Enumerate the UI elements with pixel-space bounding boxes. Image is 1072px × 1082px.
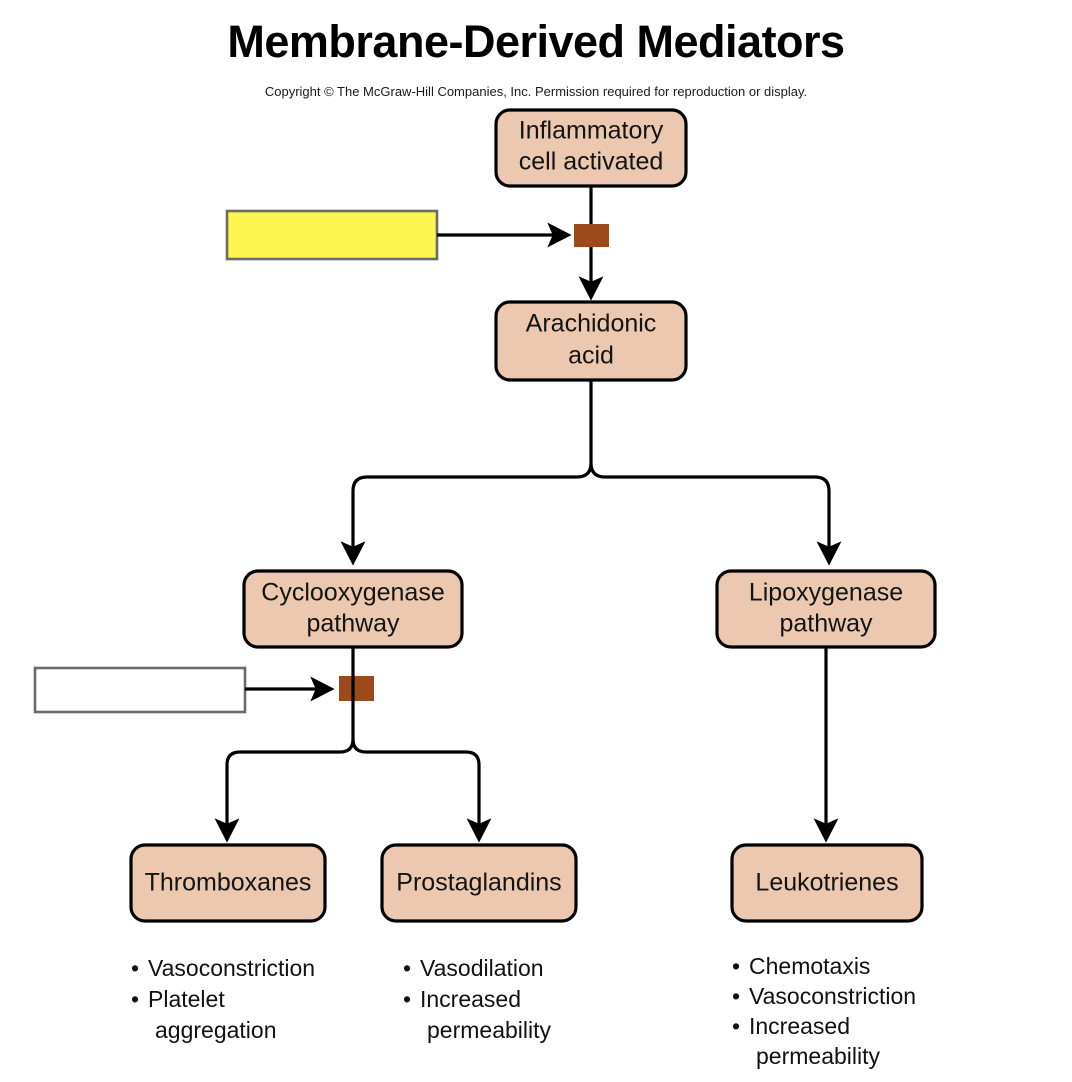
effect-item-label-cont: permeability xyxy=(756,1043,880,1069)
node-arachidonic-acid-line2: acid xyxy=(568,342,614,370)
node-cyclooxygenase-line1: Cyclooxygenase xyxy=(261,579,444,607)
inhibitor-block-cyclooxygenase xyxy=(339,676,374,701)
inhibitor-block-phospholipase xyxy=(574,224,609,247)
node-inflammatory-cell[interactable]: Inflammatory cell activated xyxy=(494,108,688,188)
edge-cyclooxygenase-to-thromboxanes xyxy=(214,738,355,843)
bullet-marker: • xyxy=(732,1013,740,1039)
node-thromboxanes[interactable]: Thromboxanes xyxy=(129,843,327,923)
bullet-marker: • xyxy=(131,986,139,1012)
node-inflammatory-cell-line1: Inflammatory xyxy=(519,117,664,145)
effect-item-label-cont: permeability xyxy=(427,1017,551,1043)
node-cyclooxygenase-line2: pathway xyxy=(306,610,400,638)
bullet-marker: • xyxy=(403,955,411,981)
effect-item-label: Vasodilation xyxy=(420,955,544,981)
node-leukotrienes-label: Leukotrienes xyxy=(755,869,898,897)
effect-item-label-cont: aggregation xyxy=(155,1017,277,1043)
effect-item-label: Chemotaxis xyxy=(749,953,870,979)
bullet-marker: • xyxy=(732,953,740,979)
bullet-marker: • xyxy=(131,955,139,981)
effect-item-label: Increased xyxy=(749,1013,850,1039)
node-arachidonic-acid-line1: Arachidonic xyxy=(526,310,657,338)
node-cyclooxygenase-pathway[interactable]: Cyclooxygenase pathway xyxy=(242,569,464,649)
yellow-blank-label[interactable] xyxy=(225,209,439,261)
effect-item-label: Vasoconstriction xyxy=(749,983,916,1009)
bullet-marker: • xyxy=(403,986,411,1012)
white-blank-label[interactable] xyxy=(33,666,247,714)
node-leukotrienes[interactable]: Leukotrienes xyxy=(730,843,924,923)
effect-item-label: Vasoconstriction xyxy=(148,955,315,981)
effects-prostaglandins: • Vasodilation • Increased permeability xyxy=(403,955,551,1043)
node-lipoxygenase-line1: Lipoxygenase xyxy=(749,579,903,607)
edge-arachidonic-to-cyclooxygenase xyxy=(340,462,593,566)
node-inflammatory-cell-line2: cell activated xyxy=(519,148,664,176)
node-prostaglandins[interactable]: Prostaglandins xyxy=(380,843,578,923)
bullet-marker: • xyxy=(732,983,740,1009)
node-arachidonic-acid[interactable]: Arachidonic acid xyxy=(494,300,688,382)
effect-item-label: Increased xyxy=(420,986,521,1012)
copyright-notice: Copyright © The McGraw-Hill Companies, I… xyxy=(264,84,808,99)
node-prostaglandins-label: Prostaglandins xyxy=(396,869,561,897)
edge-cyclooxygenase-to-prostaglandins xyxy=(351,738,492,843)
effects-thromboxanes: • Vasoconstriction • Platelet aggregatio… xyxy=(131,955,315,1043)
effects-leukotrienes: • Chemotaxis • Vasoconstriction • Increa… xyxy=(732,953,916,1069)
node-lipoxygenase-line2: pathway xyxy=(779,610,873,638)
effect-item-label: Platelet xyxy=(148,986,225,1012)
edge-arachidonic-to-lipoxygenase xyxy=(589,462,842,566)
node-lipoxygenase-pathway[interactable]: Lipoxygenase pathway xyxy=(715,569,937,649)
page-title: Membrane-Derived Mediators xyxy=(227,16,845,67)
node-thromboxanes-label: Thromboxanes xyxy=(145,869,312,897)
